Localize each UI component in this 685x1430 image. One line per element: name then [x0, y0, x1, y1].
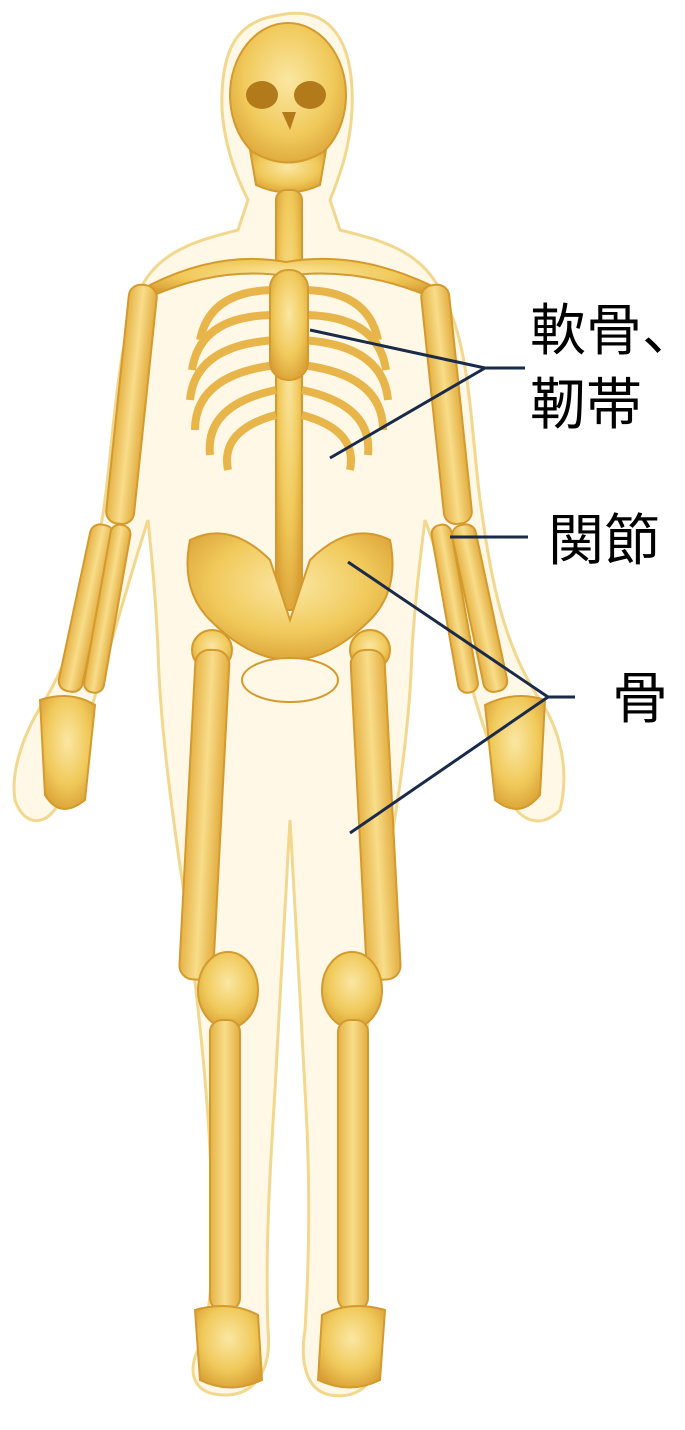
spine [276, 190, 302, 610]
sternum [270, 270, 308, 380]
label-cartilage: 軟骨、 [530, 300, 685, 364]
label-joint: 関節 [548, 510, 660, 574]
label-bone: 骨 [612, 668, 668, 732]
label-ligament: 靭帯 [530, 374, 642, 438]
